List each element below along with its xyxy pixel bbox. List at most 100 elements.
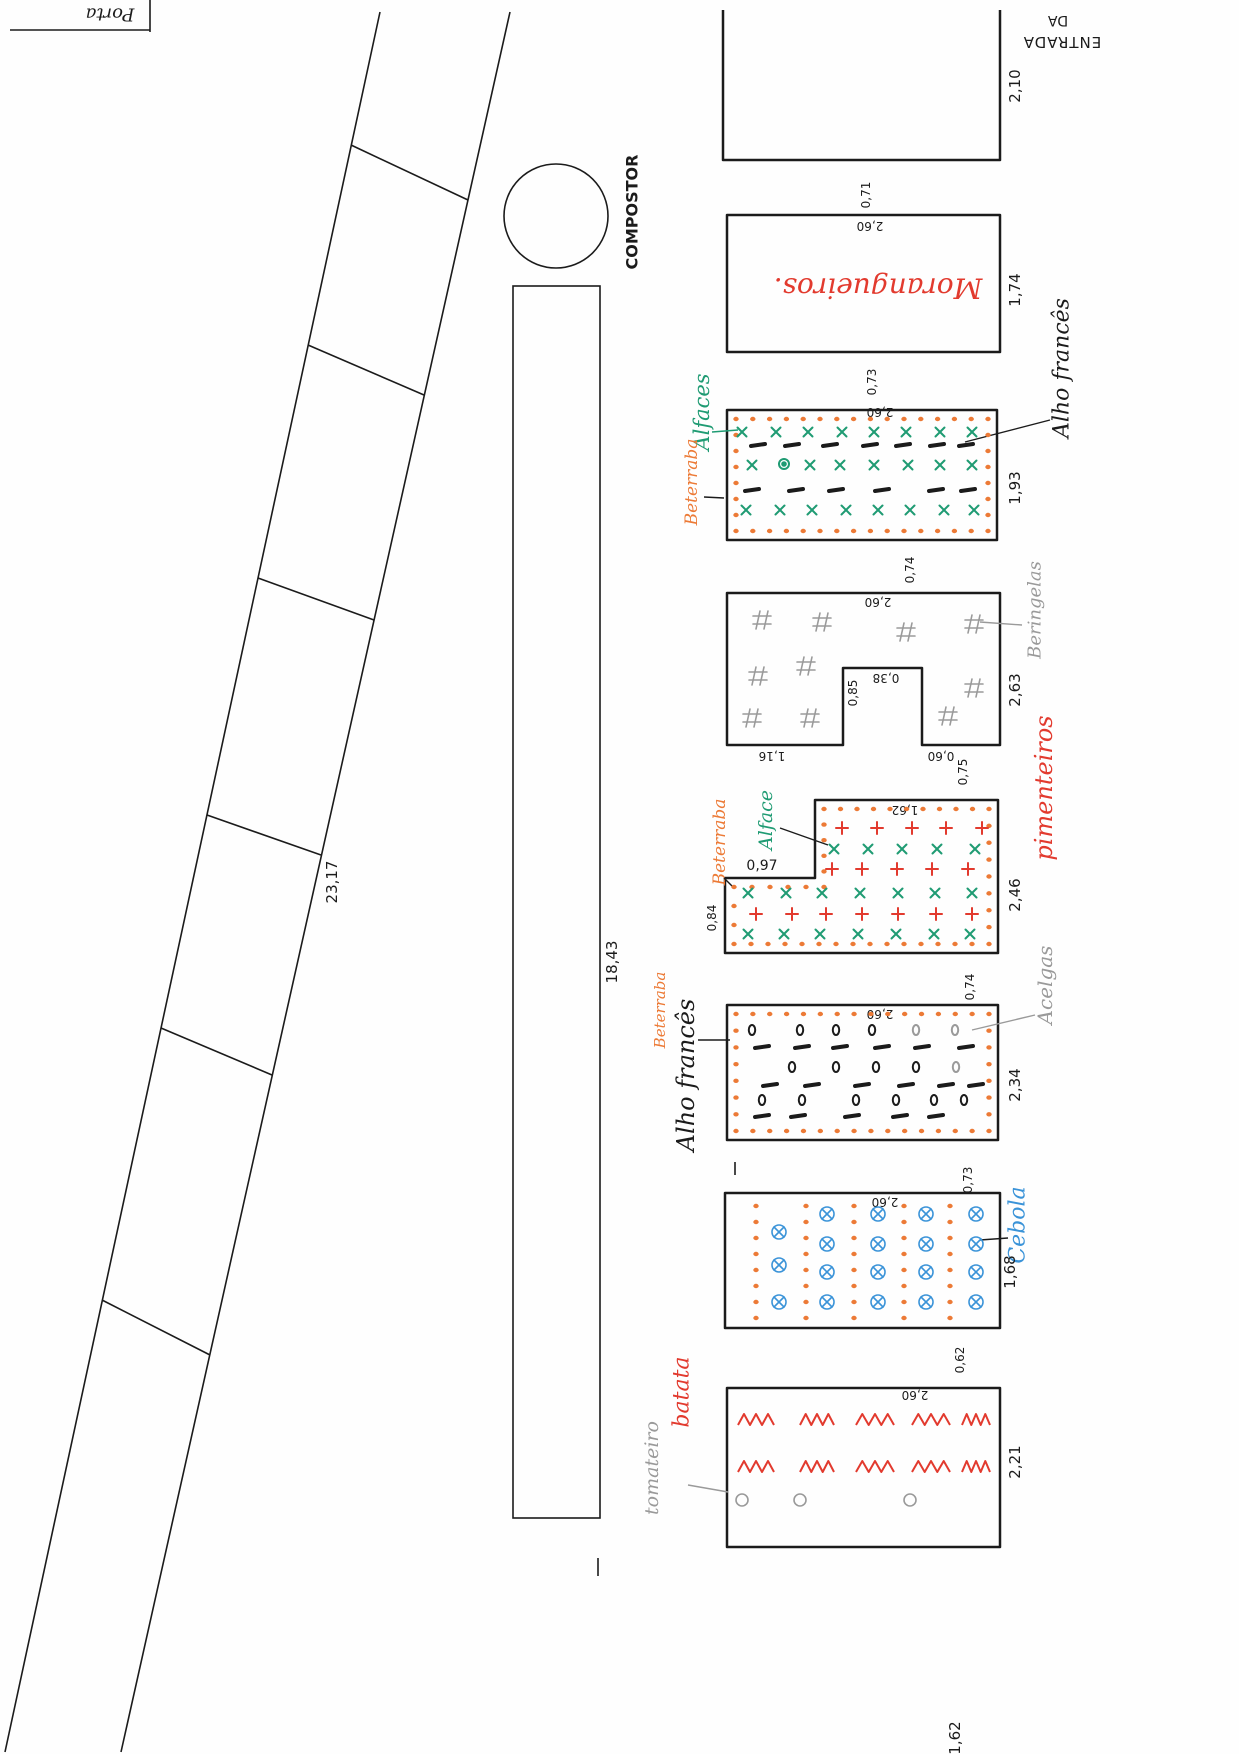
mark-stroke: [966, 459, 978, 471]
beet-dot: [783, 416, 790, 422]
leek-mark: [843, 1113, 861, 1119]
beet-dot: [885, 1128, 891, 1134]
tomato-mark: [735, 1493, 749, 1507]
onion-mark: [968, 1236, 984, 1252]
step-depth-label: 0,84: [705, 905, 719, 932]
beet-dot: [918, 528, 924, 534]
beet-dot: [986, 874, 992, 879]
mark-stroke: [967, 678, 973, 698]
lettuce-label: Alface: [755, 790, 777, 852]
mark-stroke: [821, 1296, 833, 1308]
mark-ring: [968, 1264, 984, 1280]
beet-dot: [766, 528, 773, 534]
chard-mark: [851, 1094, 861, 1106]
leek-mark: [753, 1044, 771, 1050]
beet-dot: [986, 1061, 992, 1067]
leek-mark: [831, 1044, 849, 1050]
beet-dot: [850, 941, 856, 947]
lettuce-mark: [780, 887, 792, 899]
beet-dot: [935, 1128, 942, 1134]
eggplant-leader: [979, 621, 1023, 626]
lettuce-mark: [736, 426, 748, 438]
beet-dot: [901, 1011, 908, 1017]
beet-dot: [803, 1219, 809, 1225]
beet-dot: [733, 1011, 739, 1017]
mark-stroke: [969, 843, 981, 855]
bed-potato-side: 2,21: [1006, 1445, 1024, 1478]
mark-stroke: [970, 1296, 982, 1308]
onion-mark: [918, 1264, 934, 1280]
beet-dot: [750, 416, 756, 422]
beet-dot: [901, 1267, 907, 1273]
mark-stroke: [774, 504, 786, 516]
mark-stroke: [745, 708, 751, 728]
eggplant-label: Beringelas: [1025, 561, 1046, 660]
beet-dot: [985, 528, 991, 534]
mark-stroke: [806, 504, 818, 516]
leek-mark: [959, 487, 977, 493]
bed-entrance: [721, 10, 1002, 162]
beet-dot: [985, 448, 991, 454]
lettuce-mark: [969, 843, 981, 855]
lettuce-mark: [966, 459, 978, 471]
pepper-mark: [835, 821, 849, 835]
beet-dot: [935, 1011, 942, 1017]
mark-ring: [918, 1294, 934, 1310]
lettuce-mark: [742, 887, 754, 899]
beet-dot: [947, 1267, 953, 1273]
mark-ring: [968, 1294, 984, 1310]
bed-leek-chard-side: 2,34: [1006, 1068, 1024, 1101]
lettuce-mark: [852, 928, 864, 940]
mark-stroke: [836, 426, 848, 438]
mark-stroke: [802, 426, 814, 438]
notch-top-label: 0,38: [873, 671, 900, 685]
pepper-mark: [855, 907, 869, 921]
mark-ring: [819, 1294, 835, 1310]
beet-dot: [986, 857, 992, 862]
leek-mark: [967, 1082, 985, 1088]
beet-dot: [951, 416, 958, 422]
beet-dot: [985, 512, 991, 518]
beet-dot: [952, 1128, 958, 1134]
mark-ring: [819, 1206, 835, 1222]
mark-ring: [771, 1224, 787, 1240]
pepper-mark: [929, 907, 943, 921]
mark-stroke: [852, 928, 864, 940]
onion-mark: [870, 1206, 886, 1222]
onion-mark: [771, 1224, 787, 1240]
beet-dot: [821, 806, 827, 812]
beet-dot: [951, 528, 958, 534]
beet-dot: [803, 1251, 809, 1257]
mark-ring: [771, 1257, 787, 1273]
lettuce-mark: [868, 459, 880, 471]
onion-mark: [870, 1236, 886, 1252]
bed-leek-lettuce-side: 1,93: [1006, 471, 1024, 504]
beet-dot: [733, 1128, 739, 1134]
beet-dot: [733, 448, 739, 454]
potato-mark: [911, 1413, 951, 1426]
lettuce-mark: [804, 459, 816, 471]
mark-stroke: [941, 706, 947, 726]
mark-ring: [771, 1294, 787, 1310]
pepper-mark: [819, 907, 833, 921]
lettuce-mark: [740, 504, 752, 516]
beet-dot: [901, 1128, 908, 1134]
beet-dot: [753, 1267, 759, 1273]
beet-dot: [935, 941, 941, 947]
mark-stroke: [975, 678, 981, 698]
beet-dot: [783, 1011, 790, 1017]
entrance-label-line2: ENTRADA: [1023, 33, 1101, 51]
leek-label: Alho francês: [1050, 298, 1075, 440]
pepper-mark: [905, 821, 919, 835]
pepper-mark: [961, 862, 975, 876]
beet-dot: [901, 1283, 907, 1289]
chard-leader: [971, 1014, 1036, 1031]
mark-stroke: [896, 843, 908, 855]
beet-dot: [986, 1112, 992, 1117]
pepper-mark: [870, 821, 884, 835]
beet-dot: [920, 806, 926, 812]
door-label: Porta: [86, 4, 136, 25]
beet-dot: [733, 496, 739, 502]
leek-mark: [913, 1044, 931, 1050]
mark-stroke: [811, 708, 817, 728]
